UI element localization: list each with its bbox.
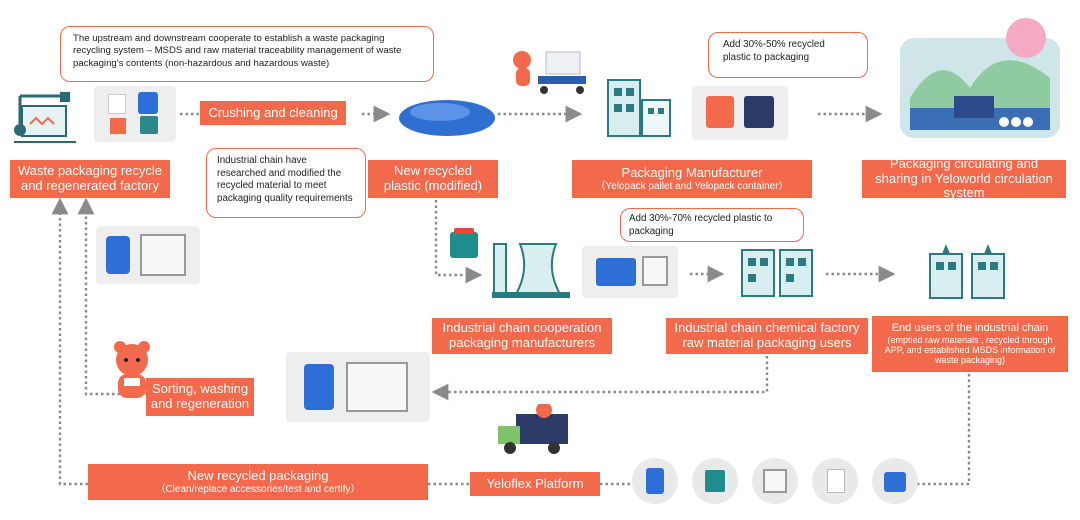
- mascot-icon: [106, 340, 158, 406]
- containers-tile: [582, 246, 678, 298]
- yeloflex-platform-label: Yeloflex Platform: [486, 475, 584, 491]
- regenerated-drum-ibc-tile: [286, 352, 430, 422]
- teal-bucket-icon: [140, 116, 158, 134]
- sorting-label: Sorting, washing and regeneration: [150, 381, 250, 411]
- chemical-factory-box: Industrial chain chemical factory raw ma…: [666, 318, 868, 354]
- yeloworld-city-illustration: [900, 18, 1060, 142]
- blue-container-circle-icon: [872, 458, 918, 504]
- waste-packaging-tile: [94, 86, 176, 142]
- ibc-tote-icon: [642, 256, 668, 286]
- new-recycled-packaging-box: New recycled packaging （Clean/replace ac…: [88, 464, 428, 500]
- yeloflex-platform-box: Yeloflex Platform: [470, 472, 600, 496]
- yelopack-tile: [692, 86, 788, 140]
- new-recycled-packaging-label: New recycled packaging: [187, 467, 329, 483]
- callout-traceability: The upstream and downstream cooperate to…: [60, 26, 434, 82]
- orange-box-icon: [110, 118, 126, 134]
- factory-towers-icon: [490, 234, 572, 300]
- waste-factory-label: Waste packaging recycle and regenerated …: [17, 163, 163, 193]
- building-icon: [604, 76, 674, 140]
- callout-traceability-text: The upstream and downstream cooperate to…: [73, 33, 402, 69]
- packaging-manufacturer-sublabel: （Yelopack pallet and Yelopack container）: [595, 180, 789, 192]
- end-users-label: End users of the industrial chain: [891, 322, 1049, 335]
- ibc-tote-icon: [346, 362, 408, 412]
- packaging-manufacturer-box: Packaging Manufacturer （Yelopack pallet …: [572, 160, 812, 198]
- teal-bucket-circle-icon: [692, 458, 738, 504]
- end-users-building-icon: [926, 244, 1010, 302]
- blue-drum-icon: [138, 92, 158, 114]
- circulating-box: Packaging circulating and sharing in Yel…: [862, 156, 1066, 200]
- crushing-cleaning-label: Crushing and cleaning: [208, 104, 338, 120]
- chemical-factory-label: Industrial chain chemical factory raw ma…: [674, 320, 860, 350]
- factory-machine-icon: [10, 88, 80, 146]
- callout-add-30-70-text: Add 30%-70% recycled plastic to packagin…: [629, 213, 773, 237]
- new-recycled-plastic-box: New recycled plastic (modified): [368, 160, 498, 198]
- callout-industrial-chain: Industrial chain have researched and mod…: [206, 148, 366, 218]
- drum-ibc-tile: [96, 226, 200, 284]
- packaging-manufacturer-label: Packaging Manufacturer: [621, 164, 763, 180]
- end-users-sublabel: (emptied raw materials , recycled throug…: [884, 334, 1056, 366]
- blue-pellets-icon: [396, 94, 498, 138]
- new-recycled-packaging-sublabel: （Clean/replace accessories/test and cert…: [155, 483, 361, 495]
- blue-drum-icon: [304, 364, 334, 410]
- delivery-truck-icon: [496, 404, 572, 458]
- chain-coop-box: Industrial chain cooperation packaging m…: [432, 318, 612, 354]
- sorting-box: Sorting, washing and regeneration: [146, 378, 254, 416]
- chemical-factory-building-icon: [738, 244, 816, 300]
- blue-drum-icon: [106, 236, 130, 274]
- callout-add-30-70: Add 30%-70% recycled plastic to packagin…: [620, 208, 804, 242]
- teal-bucket-icon: [450, 228, 478, 258]
- navy-container-icon: [744, 96, 774, 128]
- blue-drum-circle-icon: [632, 458, 678, 504]
- waste-factory-box: Waste packaging recycle and regenerated …: [10, 160, 170, 198]
- chain-coop-label: Industrial chain cooperation packaging m…: [442, 320, 602, 350]
- end-users-box: End users of the industrial chain (empti…: [872, 316, 1068, 372]
- orange-crate-icon: [706, 96, 734, 128]
- ibc-tote-icon: [140, 234, 186, 276]
- callout-add-30-50-text: Add 30%-50% recycled plastic to packagin…: [723, 39, 825, 63]
- mascot-trolley-icon: [510, 48, 594, 98]
- new-recycled-plastic-label: New recycled plastic (modified): [383, 163, 483, 193]
- callout-add-30-50: Add 30%-50% recycled plastic to packagin…: [708, 32, 868, 78]
- white-bag-icon: [108, 94, 126, 114]
- circulating-label: Packaging circulating and sharing in Yel…: [875, 155, 1053, 201]
- ibc-tote-circle-icon: [752, 458, 798, 504]
- callout-industrial-chain-text: Industrial chain have researched and mod…: [217, 155, 353, 205]
- white-bag-circle-icon: [812, 458, 858, 504]
- blue-drums-icon: [596, 258, 636, 286]
- crushing-cleaning-box: Crushing and cleaning: [200, 101, 346, 125]
